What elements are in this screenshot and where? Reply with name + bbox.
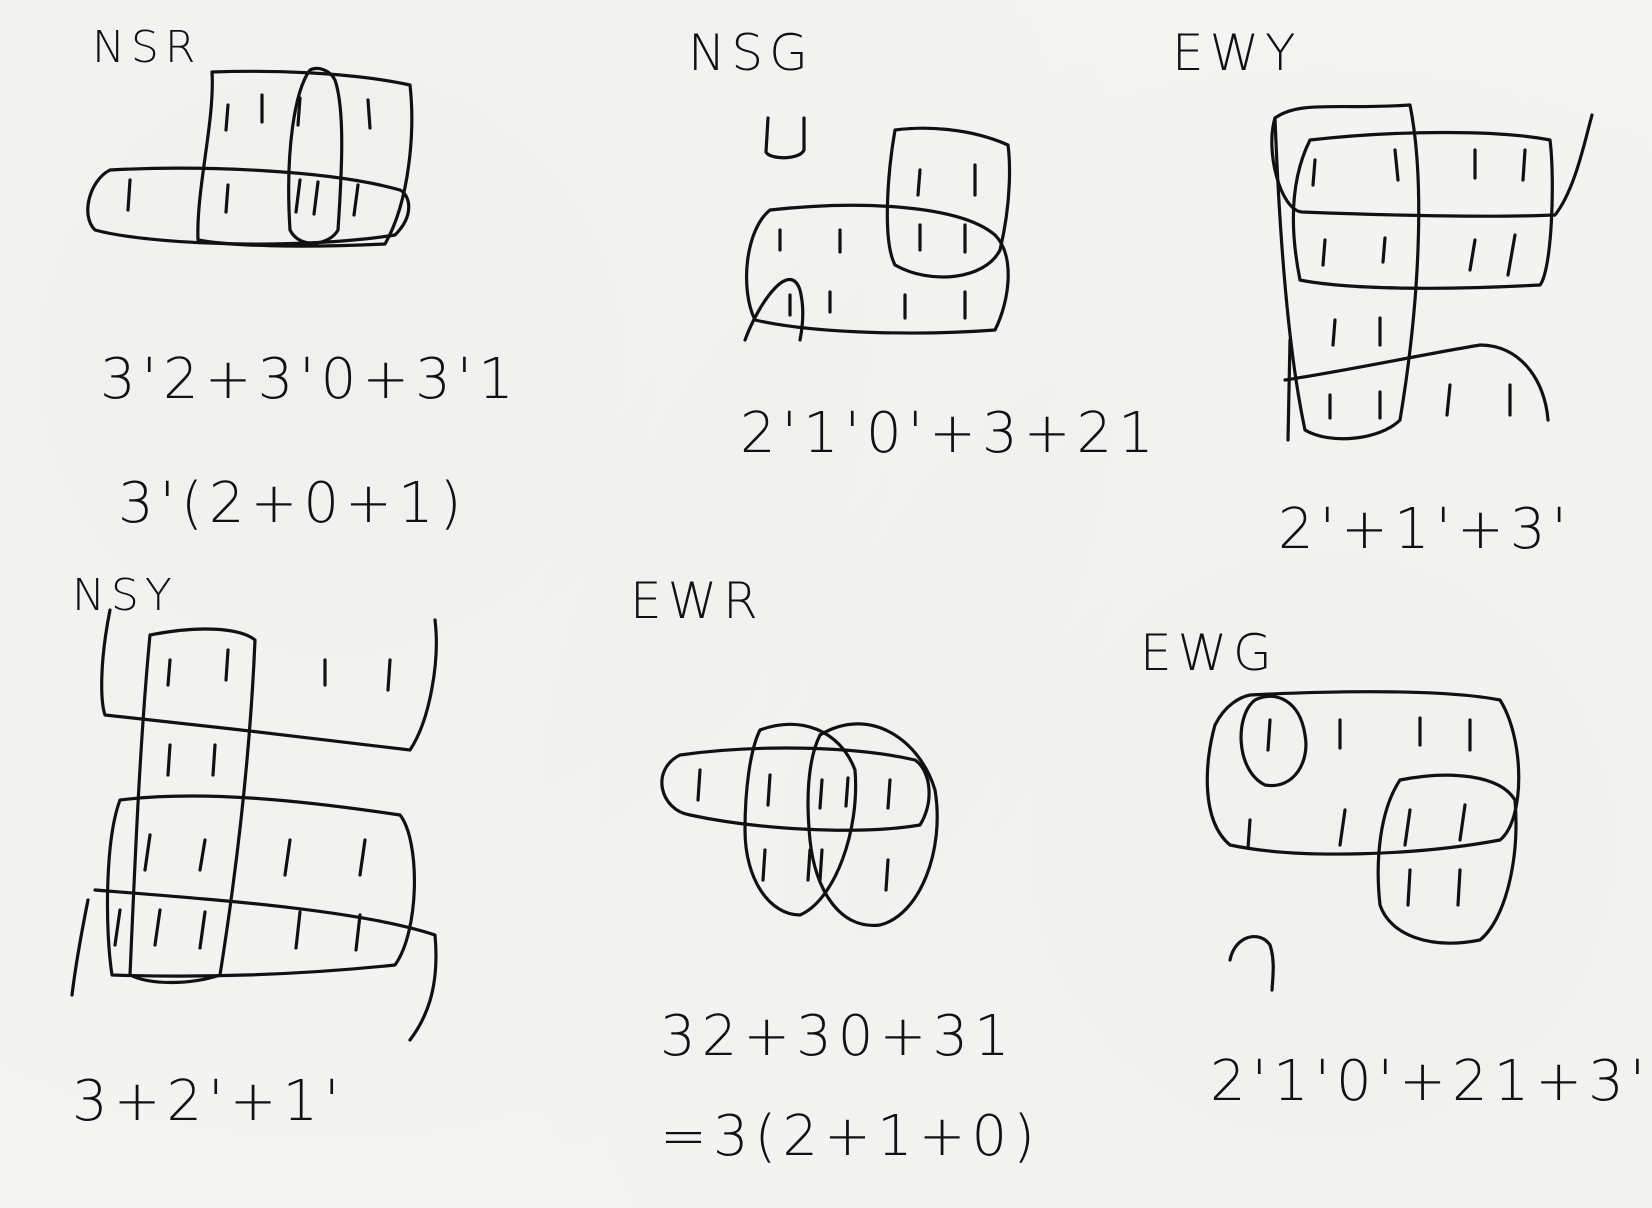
diagram-sketch-nsy [70, 608, 438, 1042]
diagram-ewr: EWR 32+30+31 =3(2+1+0) [630, 572, 1041, 1169]
formula-nsr-2: 3'(2+0+1) [118, 471, 467, 536]
diagram-sketch-ewr [660, 722, 939, 927]
diagram-label-ewy: EWY [1172, 24, 1302, 82]
formula-ewg-1: 2'1'0'+21+3' [1210, 1049, 1651, 1114]
formula-ewr-2: =3(2+1+0) [660, 1104, 1041, 1169]
diagram-label-ewr: EWR [630, 572, 764, 630]
diagram-nsy: NSY 3+2'+1' [70, 570, 438, 1134]
diagram-ewg: EWG 2'1'0'+21+3' [1140, 624, 1651, 1114]
diagram-label-nsr: NSR [92, 22, 201, 73]
diagram-label-nsg: NSG [688, 24, 814, 82]
diagram-nsr: NSR 3'2+3'0+3'1 3'(2+0+1) [86, 22, 520, 536]
diagram-sketch-ewg [1205, 690, 1521, 992]
formula-ewr-1: 32+30+31 [660, 1004, 1016, 1069]
formula-nsr-1: 3'2+3'0+3'1 [100, 347, 520, 412]
formula-nsy-1: 3+2'+1' [72, 1069, 346, 1134]
diagram-nsg: NSG 2'1'0'+3+21 [688, 24, 1160, 466]
diagram-label-nsy: NSY [72, 570, 178, 621]
formula-ewy-1: 2'+1'+3' [1278, 497, 1573, 562]
diagram-sketch-ewy [1270, 103, 1594, 442]
diagram-sketch-nsr [86, 66, 414, 248]
diagram-ewy: EWY 2'+1'+3' [1172, 24, 1594, 562]
formula-nsg-1: 2'1'0'+3+21 [740, 401, 1160, 466]
diagram-label-ewg: EWG [1140, 624, 1278, 682]
diagram-sketch-nsg [743, 116, 1012, 342]
